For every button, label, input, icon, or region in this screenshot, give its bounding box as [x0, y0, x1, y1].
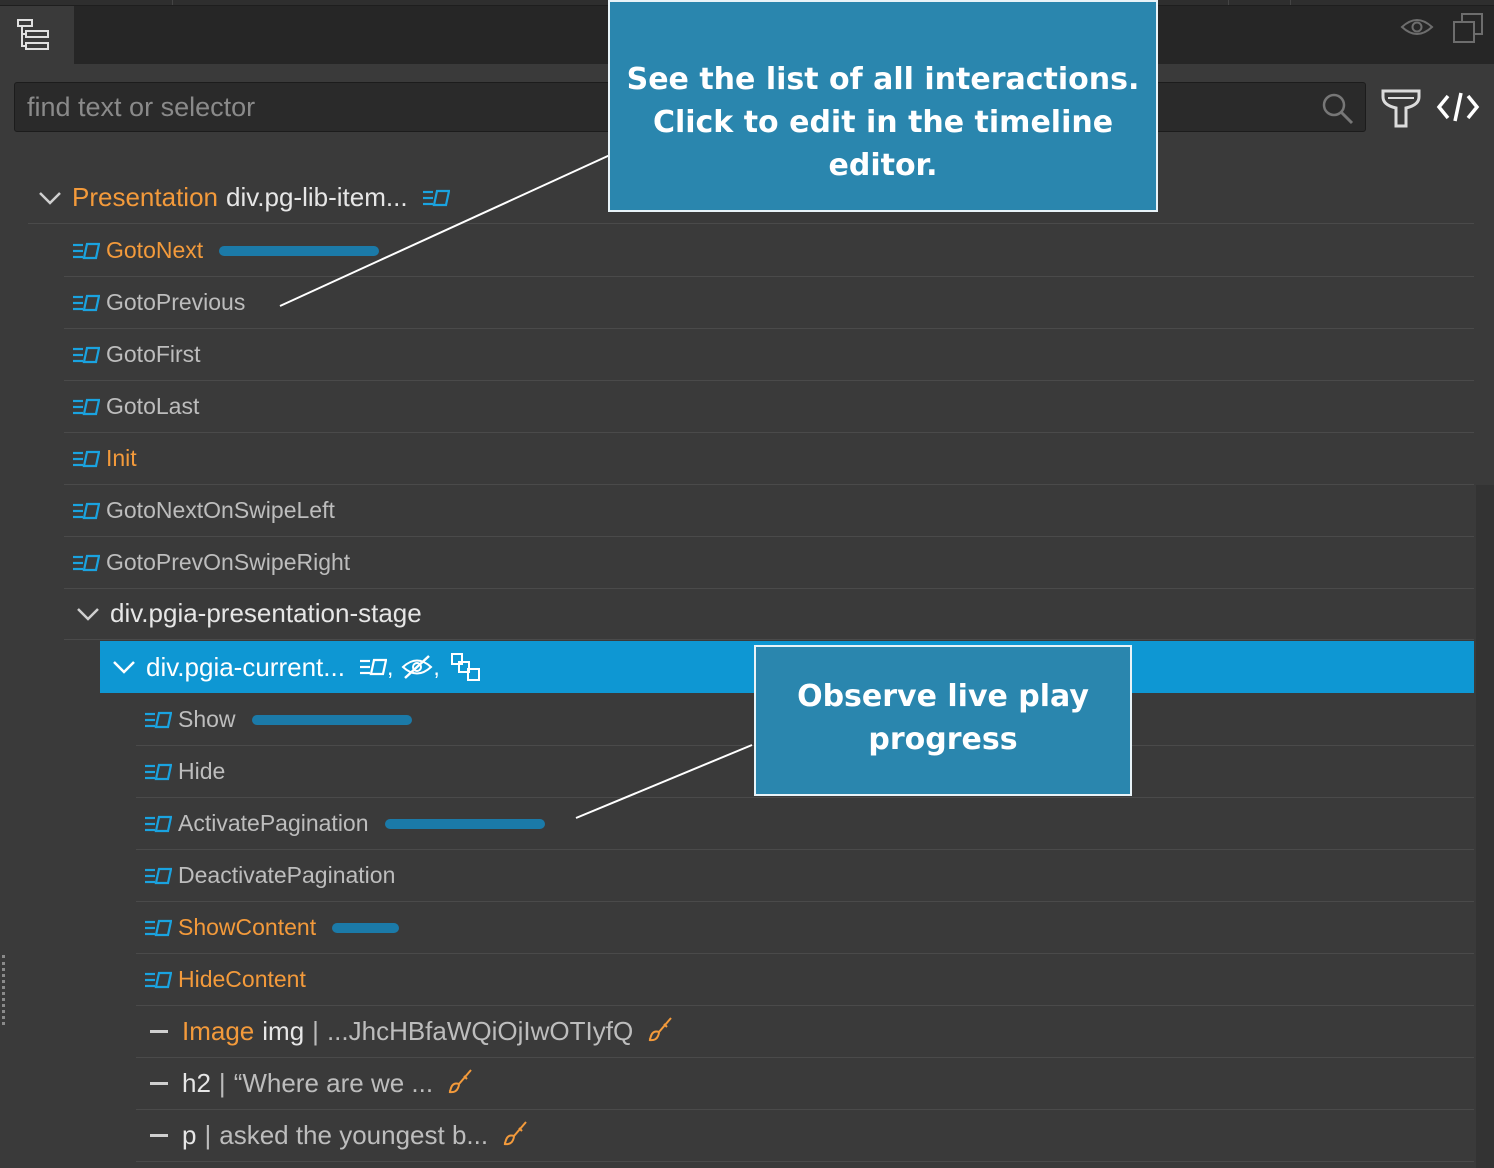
tree-row-stage[interactable]: div.pgia-presentation-stage — [64, 588, 1474, 640]
component-instance-icon — [450, 653, 480, 681]
element-row[interactable]: p|asked the youngest b... — [136, 1110, 1474, 1162]
tab-divider — [172, 0, 173, 5]
leaf-dash — [150, 1134, 168, 1137]
interaction-label: GotoLast — [106, 393, 200, 419]
interaction-label: Init — [106, 445, 137, 471]
style-brush-icon[interactable] — [447, 1068, 473, 1099]
interaction-row[interactable]: GotoPrevious — [64, 277, 1474, 329]
icon-separator: , — [433, 653, 440, 680]
interaction-label: GotoNext — [106, 237, 204, 263]
interaction-icon — [73, 502, 100, 519]
interaction-icon — [145, 971, 172, 988]
text-separator: | — [204, 1120, 212, 1150]
interaction-icon — [145, 919, 172, 936]
interaction-icon — [73, 554, 100, 571]
interaction-icon — [73, 398, 100, 415]
interaction-row[interactable]: GotoLast — [64, 381, 1474, 433]
leaf-dash — [150, 1082, 168, 1085]
interaction-row[interactable]: GotoNextOnSwipeLeft — [64, 485, 1474, 537]
interaction-label: Hide — [178, 758, 226, 784]
callout-text: See the list of all interactions. Click … — [626, 62, 1140, 183]
hidden-eye-icon — [401, 655, 433, 679]
interaction-icon — [73, 242, 100, 259]
interaction-label: DeactivatePagination — [178, 862, 396, 888]
interaction-icon — [145, 815, 172, 832]
tooltip-callout-progress: Observe live play progress — [754, 645, 1132, 796]
chevron-down-icon[interactable] — [74, 600, 102, 628]
interaction-label: ShowContent — [178, 914, 317, 940]
code-view-icon[interactable] — [1436, 90, 1480, 124]
icon-separator: , — [386, 653, 394, 680]
interaction-icon — [359, 658, 387, 676]
search-icon[interactable] — [1321, 92, 1355, 126]
play-progress-bar — [251, 714, 412, 725]
chevron-down-icon[interactable] — [36, 184, 64, 212]
interaction-icon — [145, 711, 172, 728]
tab-divider — [1228, 0, 1229, 5]
component-name: Image — [182, 1016, 255, 1046]
interaction-label: ActivatePagination — [178, 810, 369, 836]
interaction-row[interactable]: GotoNext — [64, 225, 1474, 277]
interaction-row[interactable]: DeactivatePagination — [136, 850, 1474, 902]
tree-structure-icon — [17, 19, 49, 50]
style-brush-icon[interactable] — [647, 1016, 673, 1047]
interaction-row[interactable]: Hide — [136, 746, 1474, 798]
play-progress-bar — [384, 818, 545, 829]
text-separator: | — [218, 1068, 226, 1098]
interaction-row[interactable]: GotoPrevOnSwipeRight — [64, 537, 1474, 589]
element-row[interactable]: h2|“Where are we ... — [136, 1058, 1474, 1110]
interaction-label: GotoPrevOnSwipeRight — [106, 549, 351, 575]
interaction-icon — [145, 867, 172, 884]
component-name: Presentation — [72, 182, 218, 212]
element-text-preview: ...JhcHBfaWQiOjIwOTIyfQ — [326, 1016, 634, 1046]
interaction-icon — [73, 346, 100, 363]
callout-text: Observe live play progress — [797, 679, 1089, 757]
play-progress-bar — [219, 245, 380, 256]
element-selector: div.pgia-presentation-stage — [110, 598, 422, 628]
eye-icon[interactable] — [1400, 16, 1434, 38]
element-text-preview: asked the youngest b... — [219, 1120, 489, 1150]
interaction-row[interactable]: HideContent — [136, 954, 1474, 1006]
interaction-icon — [73, 294, 100, 311]
element-selector: div.pg-lib-item... — [225, 182, 408, 212]
element-tag: h2 — [182, 1068, 211, 1098]
interaction-label: HideContent — [178, 966, 306, 992]
element-text-preview: “Where are we ... — [233, 1068, 434, 1098]
element-tag: img — [262, 1016, 305, 1046]
interaction-label: GotoNextOnSwipeLeft — [106, 497, 335, 523]
interaction-row[interactable]: ShowContent — [136, 902, 1474, 954]
leaf-dash — [150, 1030, 168, 1033]
play-progress-bar — [332, 922, 400, 933]
interaction-icon — [422, 189, 450, 206]
tooltip-callout-interactions: See the list of all interactions. Click … — [608, 0, 1158, 212]
filter-funnel-icon[interactable] — [1380, 86, 1422, 130]
interaction-icon — [145, 763, 172, 780]
interaction-label: GotoFirst — [106, 341, 201, 367]
element-selector: div.pgia-current... — [146, 651, 345, 682]
scrollbar-track[interactable] — [1476, 485, 1494, 1168]
tab-divider — [1290, 0, 1291, 5]
tree-panel-tab[interactable] — [0, 6, 74, 64]
interaction-row[interactable]: ActivatePagination — [136, 798, 1474, 850]
interaction-icon — [73, 450, 100, 467]
style-brush-icon[interactable] — [502, 1120, 528, 1151]
interaction-row[interactable]: GotoFirst — [64, 329, 1474, 381]
element-tag: p — [182, 1120, 197, 1150]
text-separator: | — [312, 1016, 319, 1046]
interaction-label: Show — [178, 706, 236, 732]
interaction-row[interactable]: Init — [64, 433, 1474, 485]
chevron-down-icon[interactable] — [110, 653, 138, 681]
duplicate-window-icon[interactable] — [1452, 12, 1484, 44]
panel-resize-handle[interactable] — [2, 955, 6, 1025]
interaction-label: GotoPrevious — [106, 289, 246, 315]
